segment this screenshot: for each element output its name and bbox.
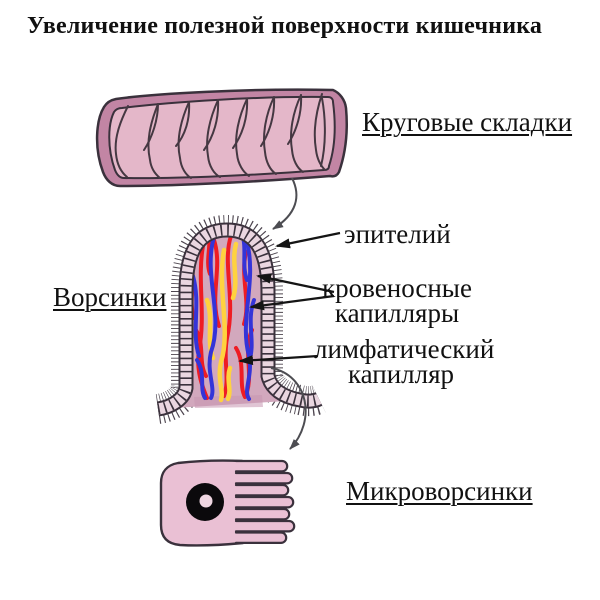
microvilli-group	[234, 459, 296, 544]
cell-nucleolus	[199, 494, 213, 508]
arrow-epithelium	[275, 231, 341, 249]
label-circular-folds: Круговые складки	[362, 107, 573, 137]
circular-fold-line	[206, 99, 221, 178]
circular-fold-line	[320, 97, 326, 167]
circular-fold-line	[203, 99, 220, 151]
circular-fold-line	[114, 105, 129, 178]
blood-capillary-blue	[195, 358, 207, 400]
microvillus-finger	[234, 507, 291, 521]
arrow-blood-capillary-lower	[249, 294, 335, 311]
arrow-tube-to-villus	[272, 177, 298, 230]
label-villi: Ворсинки	[53, 282, 167, 312]
circular-fold-line	[287, 94, 303, 145]
circular-fold-line	[175, 101, 191, 147]
page-title: Увеличение полезной поверхности кишечник…	[27, 13, 543, 39]
circular-fold-line	[263, 96, 277, 175]
label-blood-capillaries-line2: капилляры	[334, 298, 460, 328]
blood-capillary-blue	[243, 240, 253, 401]
arrow-villus-to-cell	[270, 367, 307, 450]
circular-folds	[114, 93, 326, 179]
circular-fold-line	[290, 94, 304, 173]
label-blood-capillaries: кровеносные капилляры	[316, 273, 478, 328]
blood-capillary-red	[234, 346, 247, 399]
lymphatic-capillary	[217, 247, 227, 403]
arrows-group	[238, 177, 341, 450]
epithelial-cell-group	[159, 459, 296, 547]
label-blood-capillaries-line1: кровеносные	[322, 273, 472, 303]
circular-fold-line	[147, 103, 161, 179]
microvillus-finger	[234, 495, 295, 509]
blood-capillary-blue	[207, 235, 218, 400]
circular-fold-line	[235, 98, 250, 177]
label-epithelium: эпителий	[344, 219, 451, 249]
microvillus-finger	[234, 519, 296, 533]
label-lymphatic-capillary-line2: капилляр	[347, 359, 455, 389]
circular-fold-line	[260, 96, 276, 147]
circular-fold-line	[143, 103, 159, 151]
arrow-blood-capillary-upper	[256, 273, 335, 294]
intestine-tube-group	[95, 88, 348, 188]
circular-fold-line	[232, 98, 249, 149]
microvillus-finger	[234, 483, 290, 497]
microvillus-finger	[234, 531, 288, 544]
blood-capillary-red	[194, 328, 208, 378]
microvillus-finger	[234, 459, 289, 473]
label-lymphatic-capillary-line1: лимфатический	[314, 334, 495, 364]
lymphatic-capillary	[225, 365, 233, 402]
microvillus-finger	[234, 471, 294, 485]
label-lymphatic-capillary: лимфатический капилляр	[314, 334, 495, 389]
lymphatic-capillary	[230, 241, 239, 301]
blood-capillary-blue	[191, 274, 201, 358]
circular-fold-line	[177, 101, 192, 179]
label-microvilli: Микроворсинки	[346, 476, 533, 506]
arrow-lymphatic-capillary	[238, 354, 319, 366]
